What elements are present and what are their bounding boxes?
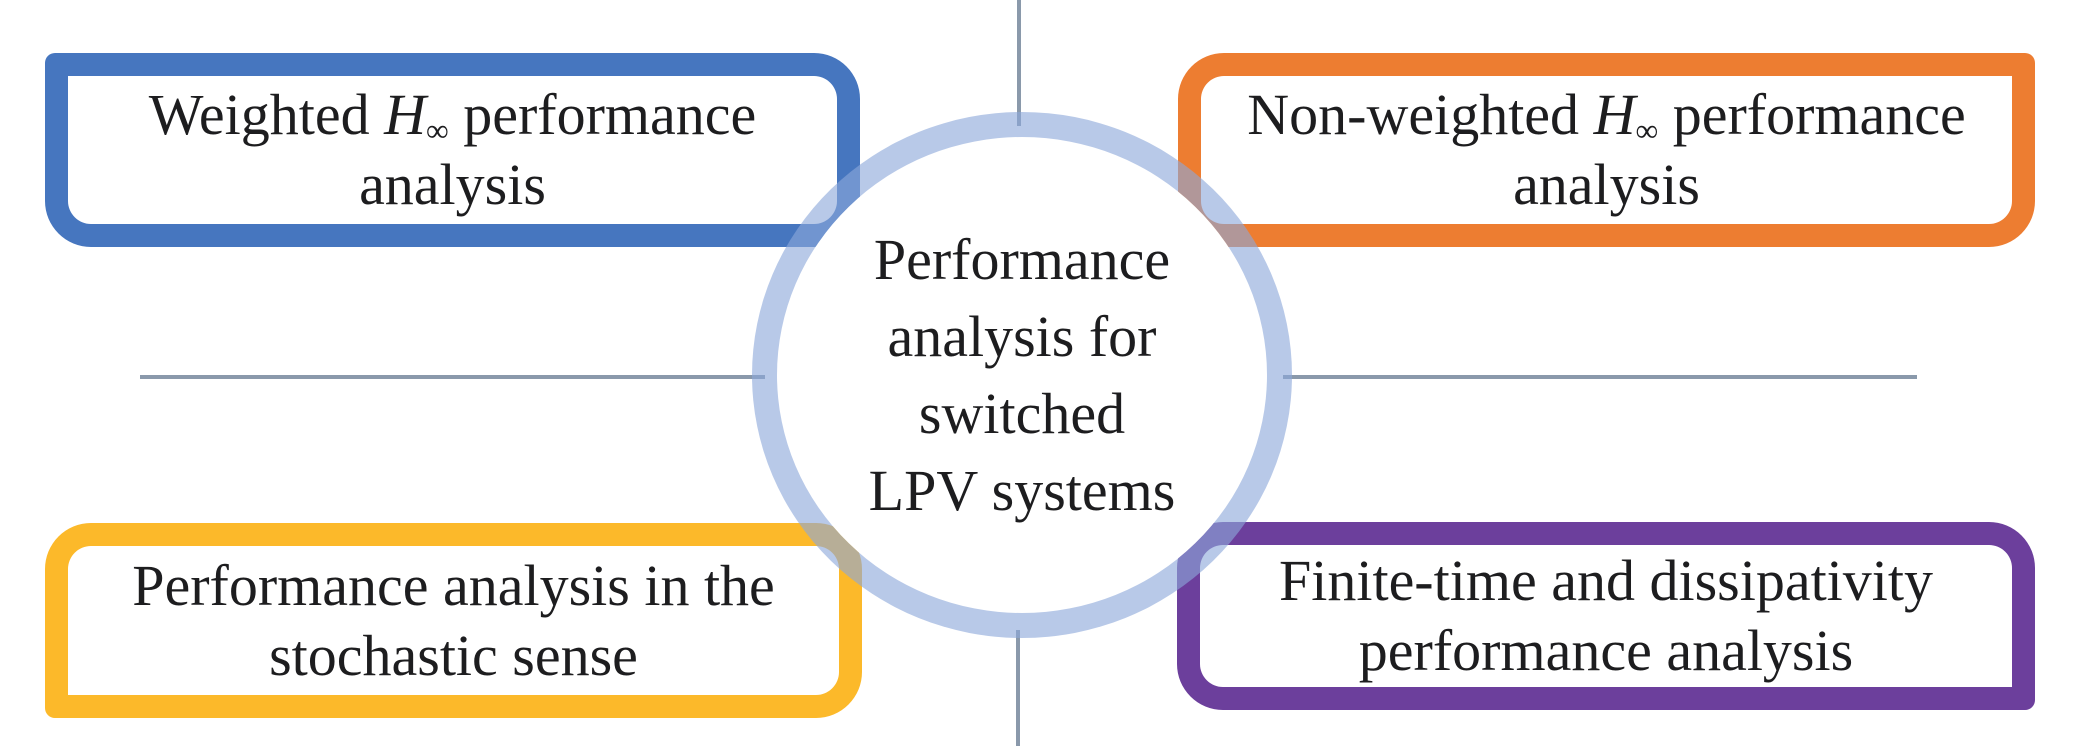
connector-bottom-vertical xyxy=(1016,630,1020,746)
box-label-line2: stochastic sense xyxy=(269,622,638,688)
box-label-line1: Finite-time and dissipativity xyxy=(1278,548,1934,614)
center-label-line2: analysis for xyxy=(887,303,1157,369)
infinity-subscript: ∞ xyxy=(1635,113,1659,149)
center-label-line1: Performance xyxy=(873,226,1171,292)
h-infinity-symbol: H xyxy=(384,82,426,148)
connector-right-horizontal xyxy=(1283,375,1917,379)
box-non-weighted-hinf-performance: Non-weighted H∞ performance analysis xyxy=(1178,53,2035,247)
center-label-line3: switched xyxy=(918,381,1126,446)
connector-top-vertical xyxy=(1017,0,1021,126)
infinity-subscript: ∞ xyxy=(425,113,449,149)
box-label-line1: Non-weighted H∞ performance xyxy=(1247,82,1966,149)
center-ellipse: Performance analysis for switched LPV sy… xyxy=(752,112,1292,638)
box-finite-time-dissipativity: Finite-time and dissipativity performanc… xyxy=(1177,522,2035,710)
box-label-line1: Performance analysis in the xyxy=(132,552,775,618)
connector-left-horizontal xyxy=(140,375,765,379)
box-label-line2: analysis xyxy=(1513,152,1700,217)
box-label-line2: performance analysis xyxy=(1358,618,1854,683)
center-label-line4: LPV systems xyxy=(868,458,1176,524)
h-infinity-symbol: H xyxy=(1593,82,1636,148)
box-label-line1: Weighted H∞ performance xyxy=(148,82,757,149)
box-label-line2: analysis xyxy=(359,152,546,217)
box-stochastic-performance: Performance analysis in the stochastic s… xyxy=(45,523,862,718)
box-weighted-hinf-performance: Weighted H∞ performance analysis xyxy=(45,53,860,247)
